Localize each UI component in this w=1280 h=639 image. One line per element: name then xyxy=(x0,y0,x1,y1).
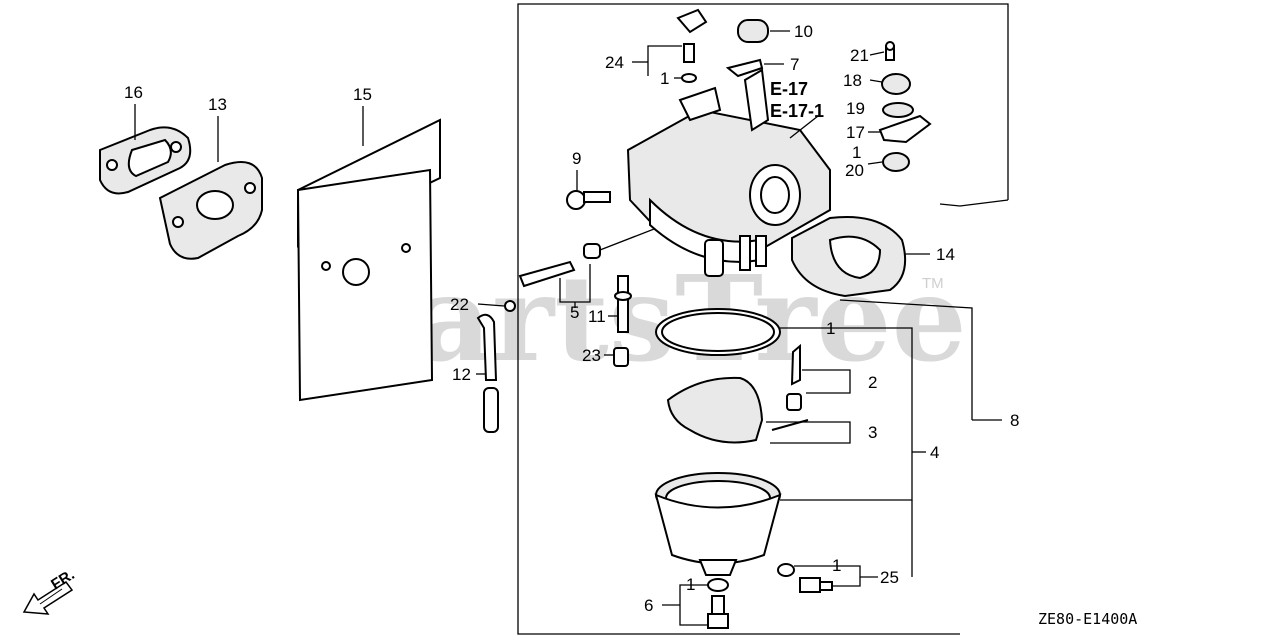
part-1-o-ring[interactable] xyxy=(655,308,781,356)
part-15-heat-shield[interactable] xyxy=(296,118,441,402)
part-11-jet[interactable] xyxy=(614,275,632,333)
callout-15[interactable]: 15 xyxy=(353,85,372,104)
callout-1[interactable]: 1 xyxy=(832,556,841,575)
part-5-screw-set[interactable] xyxy=(518,243,601,288)
part-14-gasket[interactable] xyxy=(791,215,906,298)
callout-11[interactable]: 11 xyxy=(588,307,606,326)
part-6-drain-screw[interactable] xyxy=(707,578,729,629)
callout-14[interactable]: 14 xyxy=(936,245,955,264)
part-19-washer[interactable] xyxy=(882,102,914,118)
callout-23[interactable]: 23 xyxy=(582,346,601,365)
callout-16[interactable]: 16 xyxy=(124,83,143,102)
callout-21[interactable]: 21 xyxy=(850,46,869,65)
callout-2[interactable]: 2 xyxy=(868,373,877,392)
float-bowl[interactable] xyxy=(654,472,782,576)
callout-9[interactable]: 9 xyxy=(572,149,581,168)
callout-1[interactable]: 1 xyxy=(852,143,861,162)
callout-10[interactable]: 10 xyxy=(794,22,813,41)
front-direction-label: FR. xyxy=(48,566,78,593)
part-23-jet[interactable] xyxy=(613,347,629,367)
callout-18[interactable]: 18 xyxy=(843,71,862,90)
part-12-tube[interactable] xyxy=(476,313,499,433)
ref-label-e17-1: E-17-1 xyxy=(770,101,824,121)
part-7-lever[interactable] xyxy=(725,58,764,78)
diagram-code: ZE80-E1400A xyxy=(1038,610,1137,628)
callout-17[interactable]: 17 xyxy=(846,123,865,142)
callout-24[interactable]: 24 xyxy=(605,53,624,72)
part-22-clip[interactable] xyxy=(504,300,516,312)
callout-12[interactable]: 12 xyxy=(452,365,471,384)
part-21-screw[interactable] xyxy=(885,41,895,61)
callout-19[interactable]: 19 xyxy=(846,99,865,118)
float[interactable] xyxy=(666,376,764,444)
ref-label-e17: E-17 xyxy=(770,79,808,99)
callout-20[interactable]: 20 xyxy=(845,161,864,180)
callouts: 24 1 10 7 21 18 19 17 1 20 9 14 16 13 15… xyxy=(124,22,1019,615)
callout-4[interactable]: 4 xyxy=(930,443,939,462)
part-17-lever[interactable] xyxy=(878,114,932,144)
part-13-insulator[interactable] xyxy=(158,161,263,260)
part-18-bracket[interactable] xyxy=(881,73,911,95)
callout-6[interactable]: 6 xyxy=(644,596,653,615)
front-direction-arrow xyxy=(22,580,74,615)
callout-1[interactable]: 1 xyxy=(686,575,695,594)
callout-1[interactable]: 1 xyxy=(826,319,835,338)
callout-22[interactable]: 22 xyxy=(450,295,469,314)
part-24-screw[interactable] xyxy=(676,8,708,83)
callout-1[interactable]: 1 xyxy=(660,69,669,88)
callout-3[interactable]: 3 xyxy=(868,423,877,442)
callout-13[interactable]: 13 xyxy=(208,95,227,114)
callout-5[interactable]: 5 xyxy=(570,303,579,322)
part-16-gasket[interactable] xyxy=(99,126,192,195)
assembly-frame xyxy=(517,3,1009,635)
part-9-screw[interactable] xyxy=(566,190,611,210)
callout-8[interactable]: 8 xyxy=(1010,411,1019,430)
part-20-seal[interactable] xyxy=(882,152,910,172)
part-25-drain-bolt[interactable] xyxy=(777,563,833,593)
callout-25[interactable]: 25 xyxy=(880,568,899,587)
carburetor-body[interactable] xyxy=(626,68,831,277)
callout-7[interactable]: 7 xyxy=(790,55,799,74)
part-10-cap[interactable] xyxy=(737,19,769,43)
part-2-needle-valve[interactable] xyxy=(786,343,802,411)
watermark-trademark: TM xyxy=(922,275,944,292)
